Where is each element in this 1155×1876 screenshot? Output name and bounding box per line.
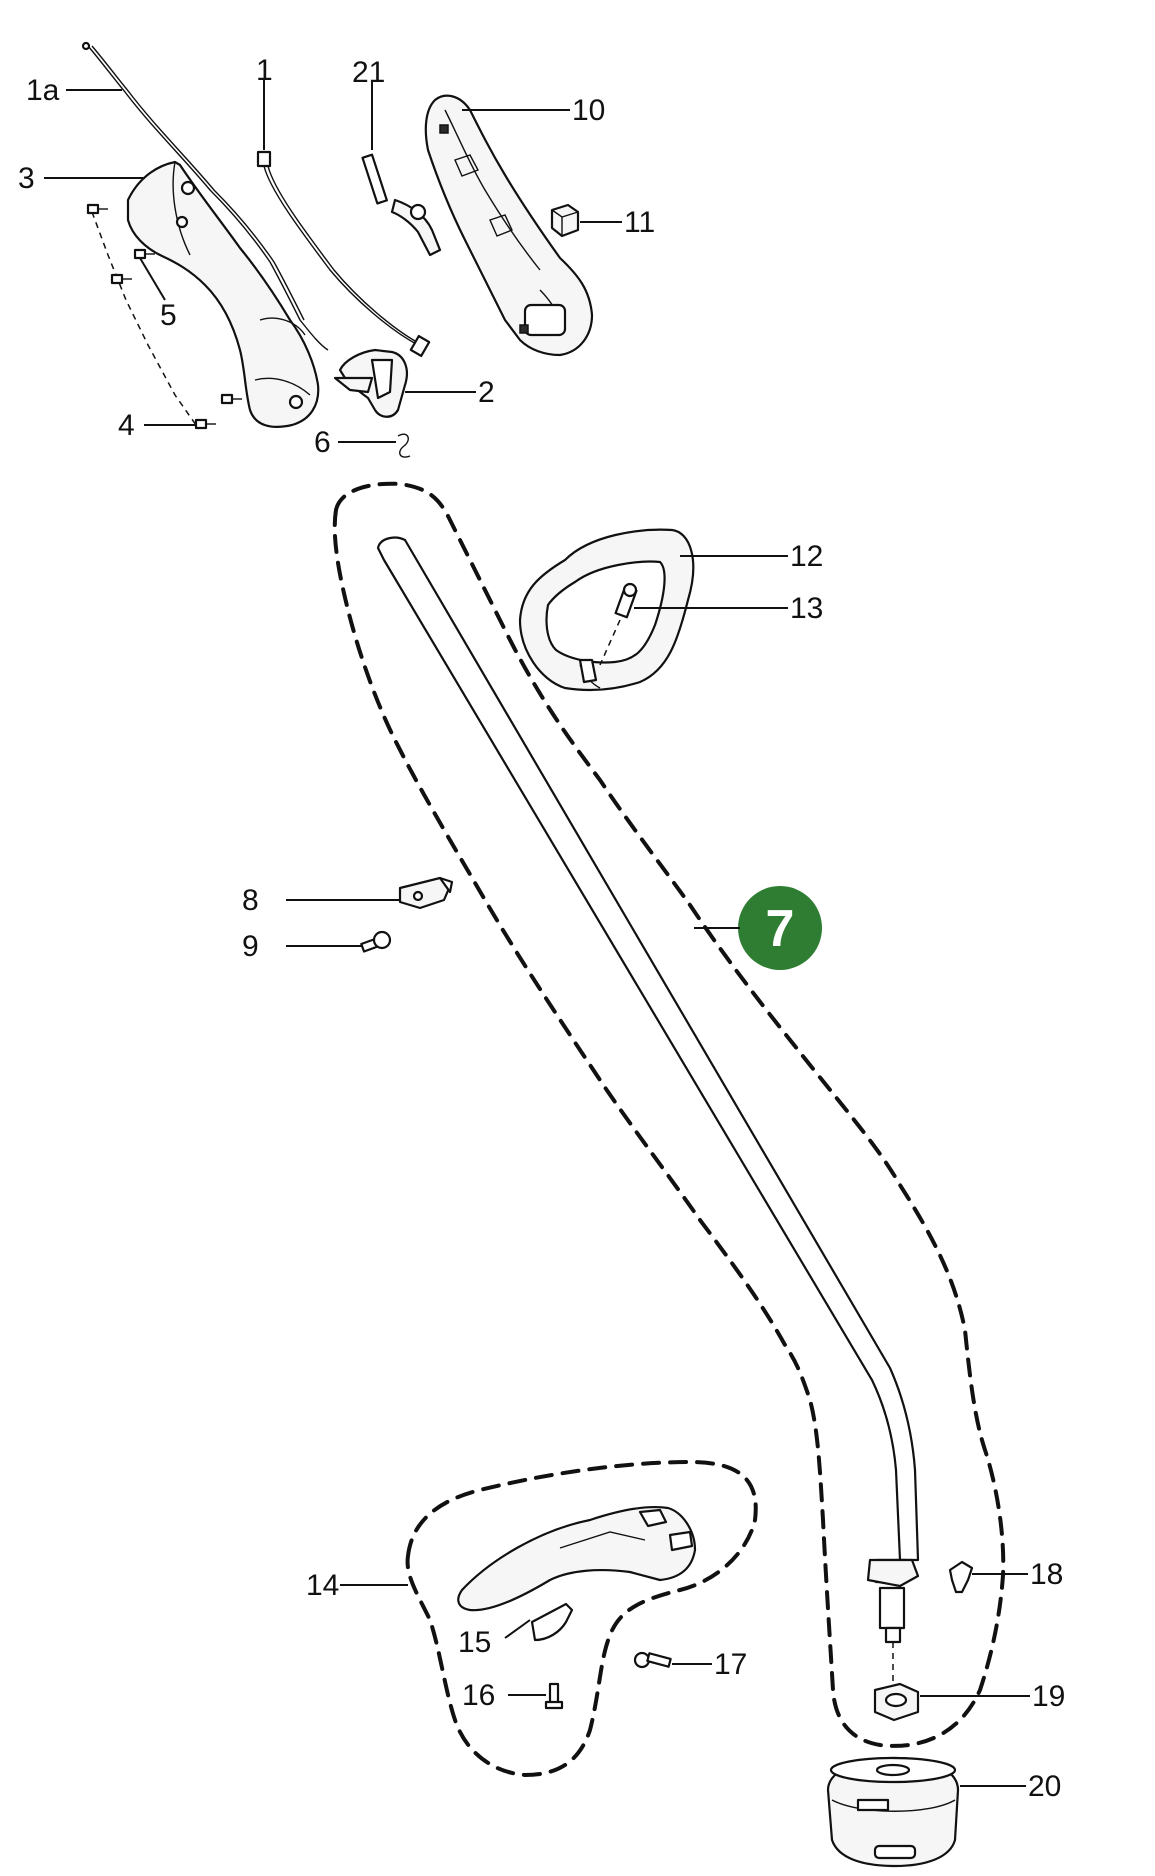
callout-6: 6 bbox=[314, 426, 331, 459]
part-12-d-handle bbox=[518, 528, 695, 692]
callout-9: 9 bbox=[242, 930, 259, 963]
callout-12: 12 bbox=[790, 540, 823, 573]
callout-17: 17 bbox=[714, 1648, 747, 1681]
callout-7: 7 bbox=[766, 900, 795, 958]
part-3-motor-housing bbox=[126, 160, 320, 428]
part-8-clip bbox=[398, 876, 454, 910]
part-6-spring bbox=[397, 433, 411, 458]
callout-15: 15 bbox=[458, 1626, 491, 1659]
callout-3: 3 bbox=[18, 162, 35, 195]
part-21-trigger bbox=[361, 153, 442, 257]
leader-5 bbox=[139, 257, 166, 301]
callout-11: 11 bbox=[624, 206, 655, 239]
callout-8: 8 bbox=[242, 884, 259, 917]
part-9-screw bbox=[360, 930, 392, 953]
part-1-wire bbox=[256, 150, 431, 358]
leader-15 bbox=[504, 1619, 531, 1639]
callout-1a: 1a bbox=[26, 74, 60, 107]
callout-20: 20 bbox=[1028, 1770, 1061, 1803]
callout-21: 21 bbox=[352, 56, 385, 89]
part-15-blade bbox=[530, 1602, 574, 1642]
part-7-shaft bbox=[332, 481, 1006, 1748]
callout-1: 1 bbox=[256, 54, 273, 87]
callout-4: 4 bbox=[118, 409, 135, 442]
part-18-wingnut bbox=[948, 1560, 974, 1594]
part-14-guard bbox=[405, 1459, 758, 1778]
callout-5: 5 bbox=[160, 299, 177, 332]
callout-13: 13 bbox=[790, 592, 823, 625]
callout-2: 2 bbox=[478, 376, 495, 409]
part-2-switch bbox=[333, 348, 409, 418]
part-19-nut bbox=[873, 1682, 920, 1722]
part-1a-cable bbox=[81, 41, 329, 351]
part-10-handle-housing bbox=[424, 94, 594, 357]
part-4-5-screws bbox=[86, 203, 242, 430]
part-16-screw bbox=[544, 1682, 564, 1710]
badge-7 bbox=[738, 886, 822, 970]
callout-14: 14 bbox=[306, 1569, 339, 1602]
part-11-clip bbox=[550, 203, 580, 238]
callout-19: 19 bbox=[1032, 1680, 1065, 1713]
part-13-screw bbox=[599, 582, 638, 666]
part-20-spool bbox=[826, 1756, 960, 1868]
part-17-bolt bbox=[633, 1651, 672, 1669]
callout-16: 16 bbox=[462, 1679, 495, 1712]
callout-18: 18 bbox=[1030, 1558, 1063, 1591]
callout-10: 10 bbox=[572, 94, 605, 127]
